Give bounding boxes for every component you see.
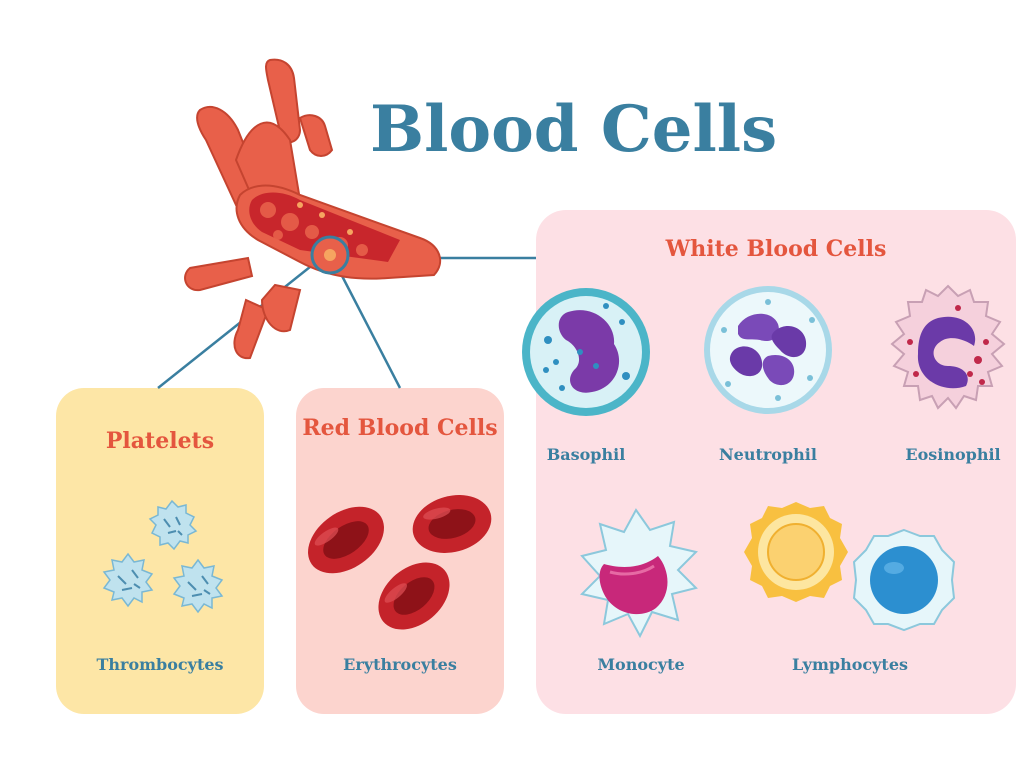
white-blood-cells-heading: White Blood Cells <box>665 236 887 262</box>
platelet-3 <box>172 558 224 614</box>
red-blood-cell-icon <box>308 495 492 630</box>
platelet-1 <box>148 499 198 551</box>
platelet-icon <box>102 499 224 614</box>
lymphocytes-label: Lymphocytes <box>791 655 908 674</box>
red-blood-cell-2 <box>412 495 492 553</box>
lymphocyte-icon <box>744 502 956 632</box>
neutrophil-icon <box>704 286 832 414</box>
platelet-2 <box>102 552 154 608</box>
monocyte-label: Monocyte <box>597 655 685 674</box>
red-blood-cells-heading: Red Blood Cells <box>302 415 498 441</box>
blood-vessel-icon <box>184 58 442 360</box>
lymphocyte-1 <box>744 502 848 602</box>
platelets-heading: Platelets <box>105 428 215 454</box>
eosinophil-icon <box>890 284 1006 410</box>
red-blood-cell-3 <box>378 562 450 630</box>
monocyte-icon <box>580 508 698 639</box>
erythrocytes-label: Erythrocytes <box>343 655 457 674</box>
eosinophil-label: Eosinophil <box>905 445 1001 464</box>
page-title: Blood Cells <box>370 92 778 167</box>
red-blood-cells-panel <box>296 388 504 714</box>
neutrophil-label: Neutrophil <box>719 445 817 464</box>
basophil-icon <box>522 288 650 416</box>
red-blood-cell-1 <box>308 506 384 574</box>
basophil-label: Basophil <box>546 445 626 464</box>
platelets-panel <box>56 388 264 714</box>
thrombocytes-label: Thrombocytes <box>96 655 224 674</box>
lymphocyte-2 <box>852 528 956 632</box>
